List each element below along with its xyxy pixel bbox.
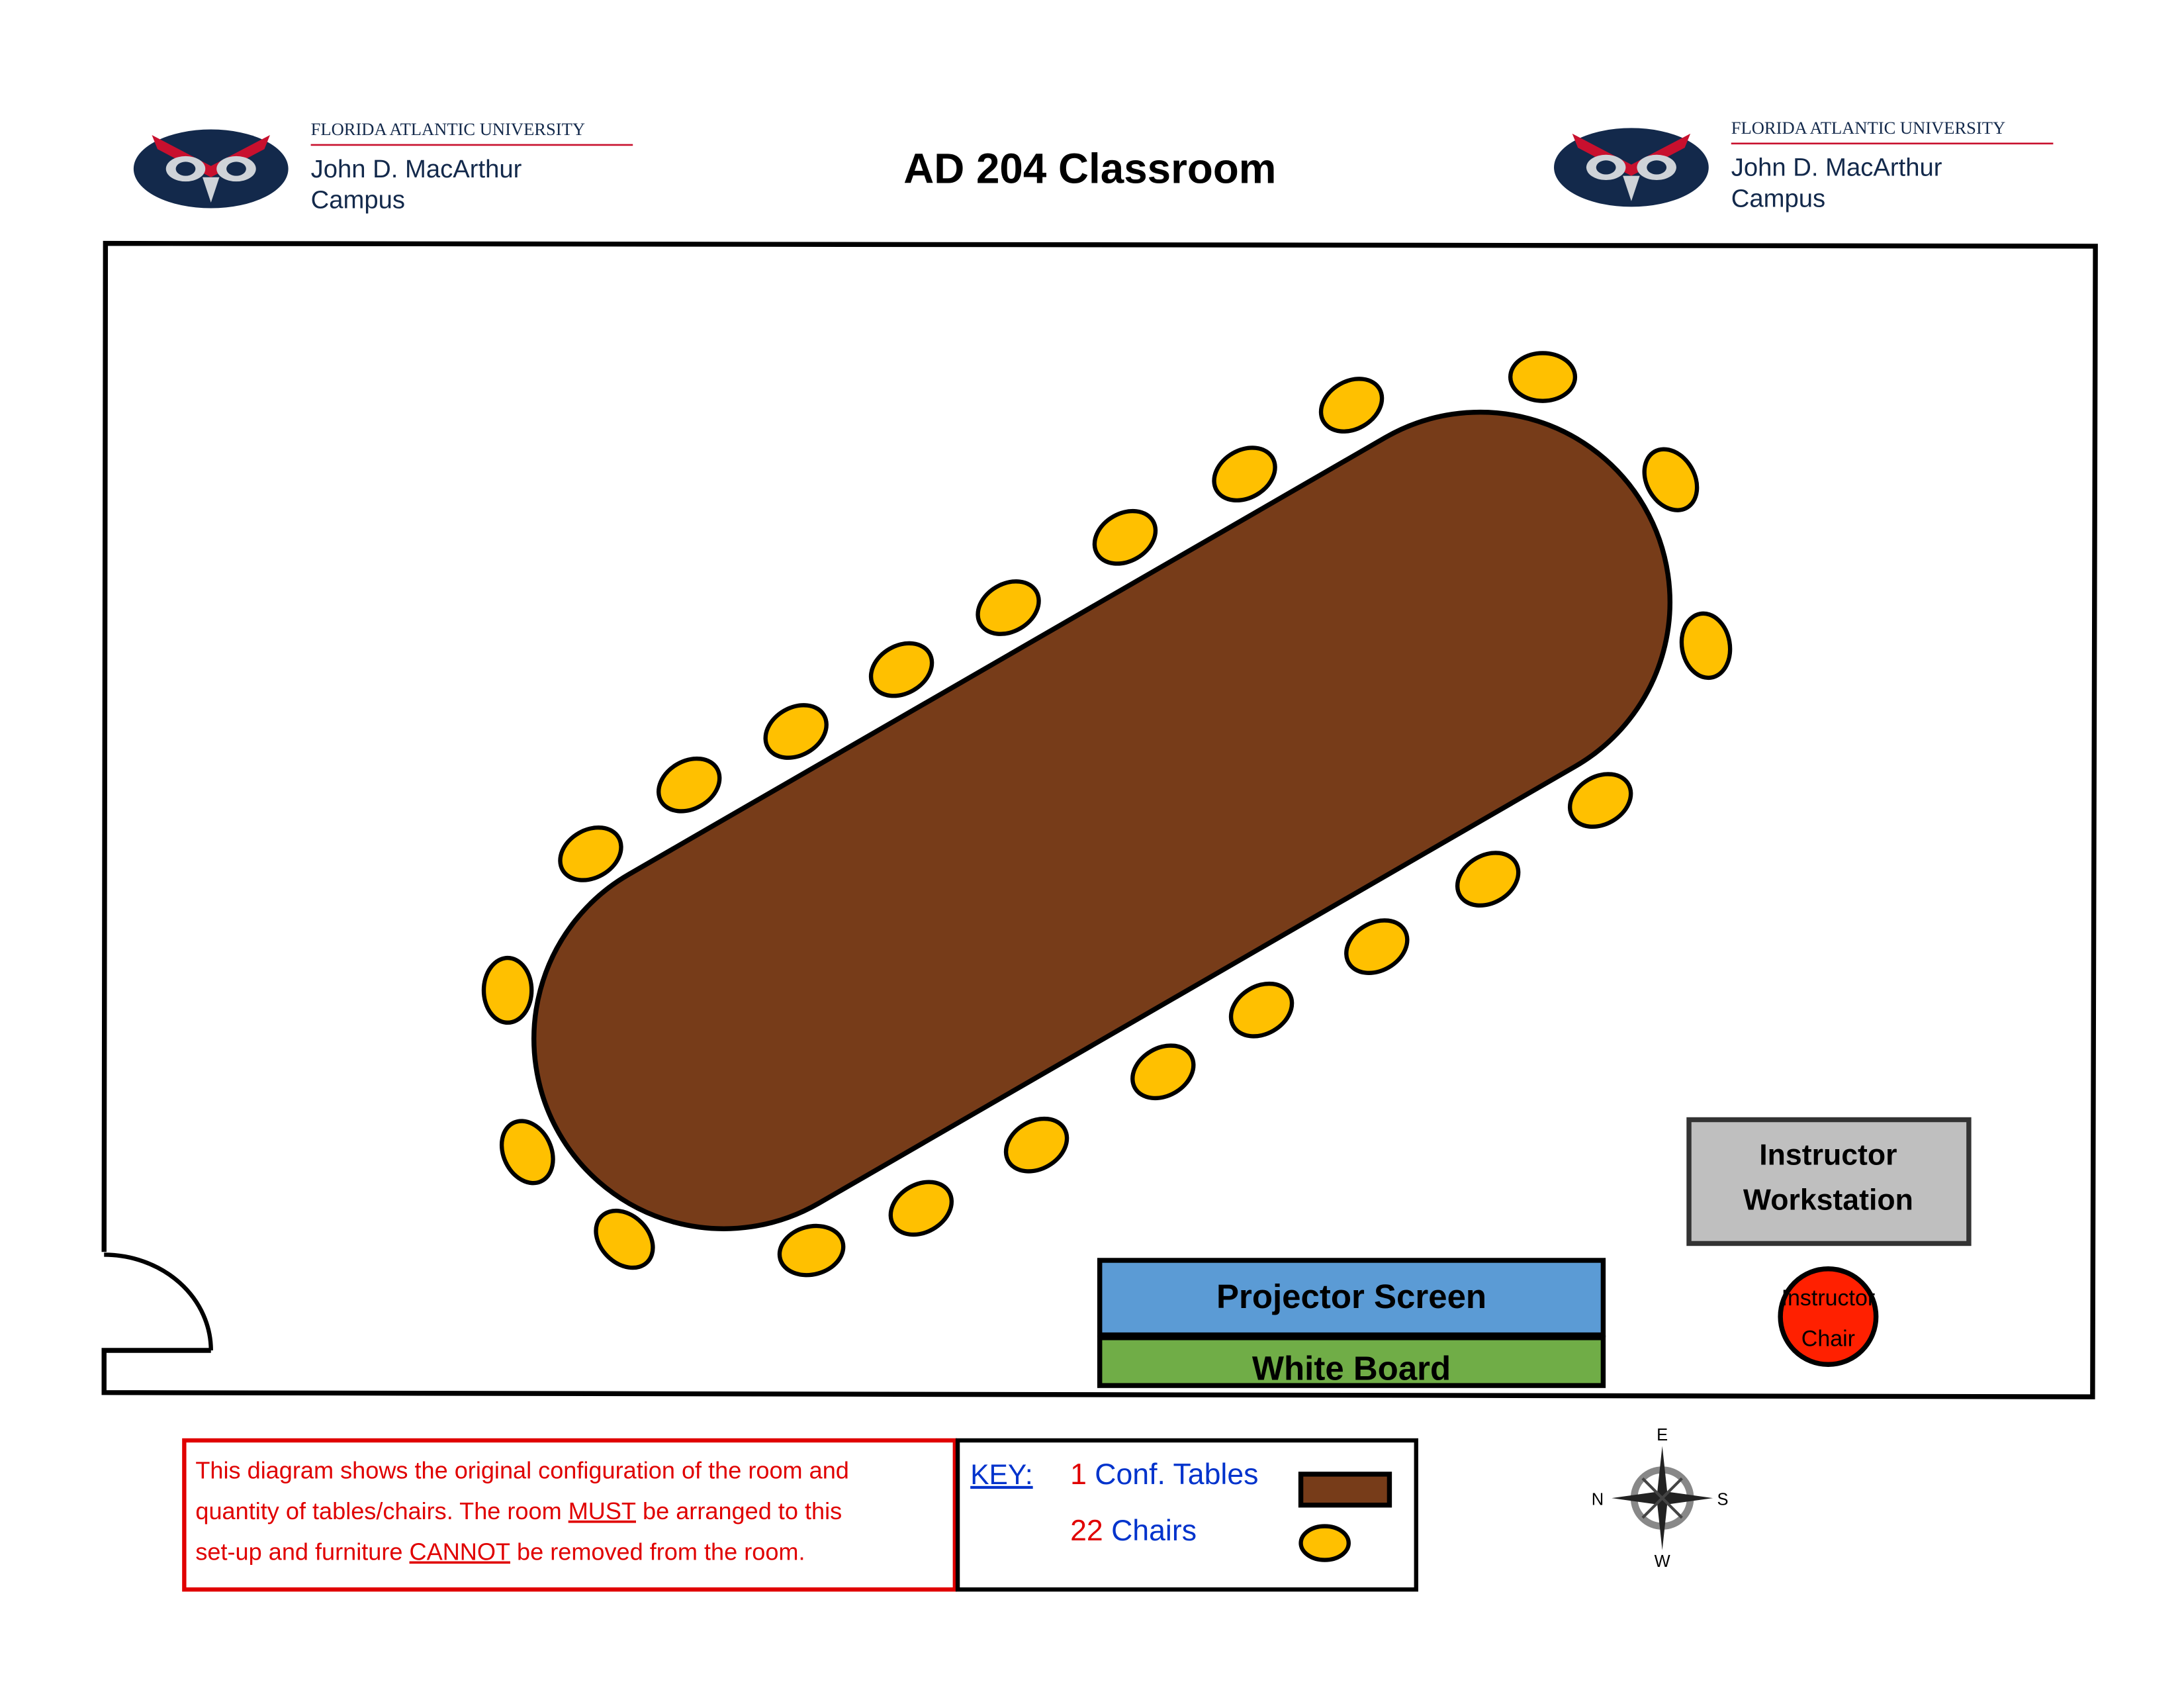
chair xyxy=(976,579,1041,636)
chair xyxy=(558,825,623,882)
chair xyxy=(657,756,722,814)
chair xyxy=(499,1119,555,1186)
chair xyxy=(481,955,534,1025)
chair xyxy=(1508,351,1578,403)
compass-s: S xyxy=(1717,1491,1729,1509)
notice-line3: set-up and furniture CANNOT be removed f… xyxy=(195,1538,805,1566)
key-table-swatch xyxy=(1298,1472,1392,1508)
chair xyxy=(1130,1043,1196,1101)
notice-line2: quantity of tables/chairs. The room MUST… xyxy=(195,1497,842,1524)
key-label: KEY: xyxy=(970,1460,1032,1491)
workstation-label-line2: Workstation xyxy=(1743,1184,1913,1216)
white-board-label: White Board xyxy=(1252,1350,1451,1387)
chair xyxy=(868,641,934,698)
compass-e: E xyxy=(1657,1426,1668,1444)
instructor-chair-label-line2: Chair xyxy=(1801,1327,1855,1352)
chair xyxy=(1228,981,1295,1039)
chair xyxy=(888,1180,954,1237)
owl-logo-icon xyxy=(133,129,289,209)
room-walls xyxy=(101,240,2098,1399)
logo-campus-line1: John D. MacArthur xyxy=(1731,154,1942,182)
notice-box xyxy=(182,1438,958,1592)
chair xyxy=(1455,851,1521,908)
projector-screen xyxy=(1097,1258,1606,1338)
page-title: AD 204 Classroom xyxy=(903,144,1276,192)
logo-university: FLORIDA ATLANTIC UNIVERSITY xyxy=(1731,118,2005,138)
chair xyxy=(1092,508,1158,566)
chair xyxy=(594,1208,655,1270)
fau-logo-left: FLORIDA ATLANTIC UNIVERSITY John D. MacA… xyxy=(133,119,633,214)
projector-screen-label: Projector Screen xyxy=(1216,1278,1486,1315)
logo-campus-line2: Campus xyxy=(311,186,405,214)
chair xyxy=(1318,377,1385,434)
key-chair-swatch xyxy=(1298,1524,1351,1562)
compass-rose-icon: N E S W xyxy=(1592,1426,1729,1571)
key-tables: 1 Conf. Tables xyxy=(1070,1458,1258,1491)
owl-logo-icon xyxy=(1554,128,1709,207)
chair xyxy=(1003,1116,1069,1174)
instructor-chair xyxy=(1778,1266,1879,1367)
instructor-chair-label-line1: Instructor xyxy=(1782,1286,1876,1311)
chair xyxy=(763,703,829,760)
door xyxy=(104,1252,213,1350)
key-box xyxy=(955,1438,1418,1592)
chair xyxy=(1679,611,1733,680)
chair xyxy=(1344,918,1410,976)
compass-w: W xyxy=(1655,1552,1670,1571)
workstation-label-line1: Instructor xyxy=(1759,1139,1897,1171)
logo-university: FLORIDA ATLANTIC UNIVERSITY xyxy=(311,119,585,139)
white-board xyxy=(1097,1335,1606,1388)
key-chairs: 22 Chairs xyxy=(1070,1515,1197,1547)
chair xyxy=(1567,772,1633,829)
logo-campus-line2: Campus xyxy=(1731,184,1825,212)
chair xyxy=(777,1223,846,1278)
compass-n: N xyxy=(1592,1491,1604,1509)
chair xyxy=(1212,445,1277,503)
conference-table xyxy=(531,409,1672,1231)
notice-line1: This diagram shows the original configur… xyxy=(195,1456,849,1483)
logo-campus-line1: John D. MacArthur xyxy=(311,155,522,183)
chairs-group xyxy=(481,351,1733,1278)
fau-logo-right: FLORIDA ATLANTIC UNIVERSITY John D. MacA… xyxy=(1554,118,2054,212)
instructor-workstation xyxy=(1686,1117,1972,1246)
chair xyxy=(1642,447,1700,512)
